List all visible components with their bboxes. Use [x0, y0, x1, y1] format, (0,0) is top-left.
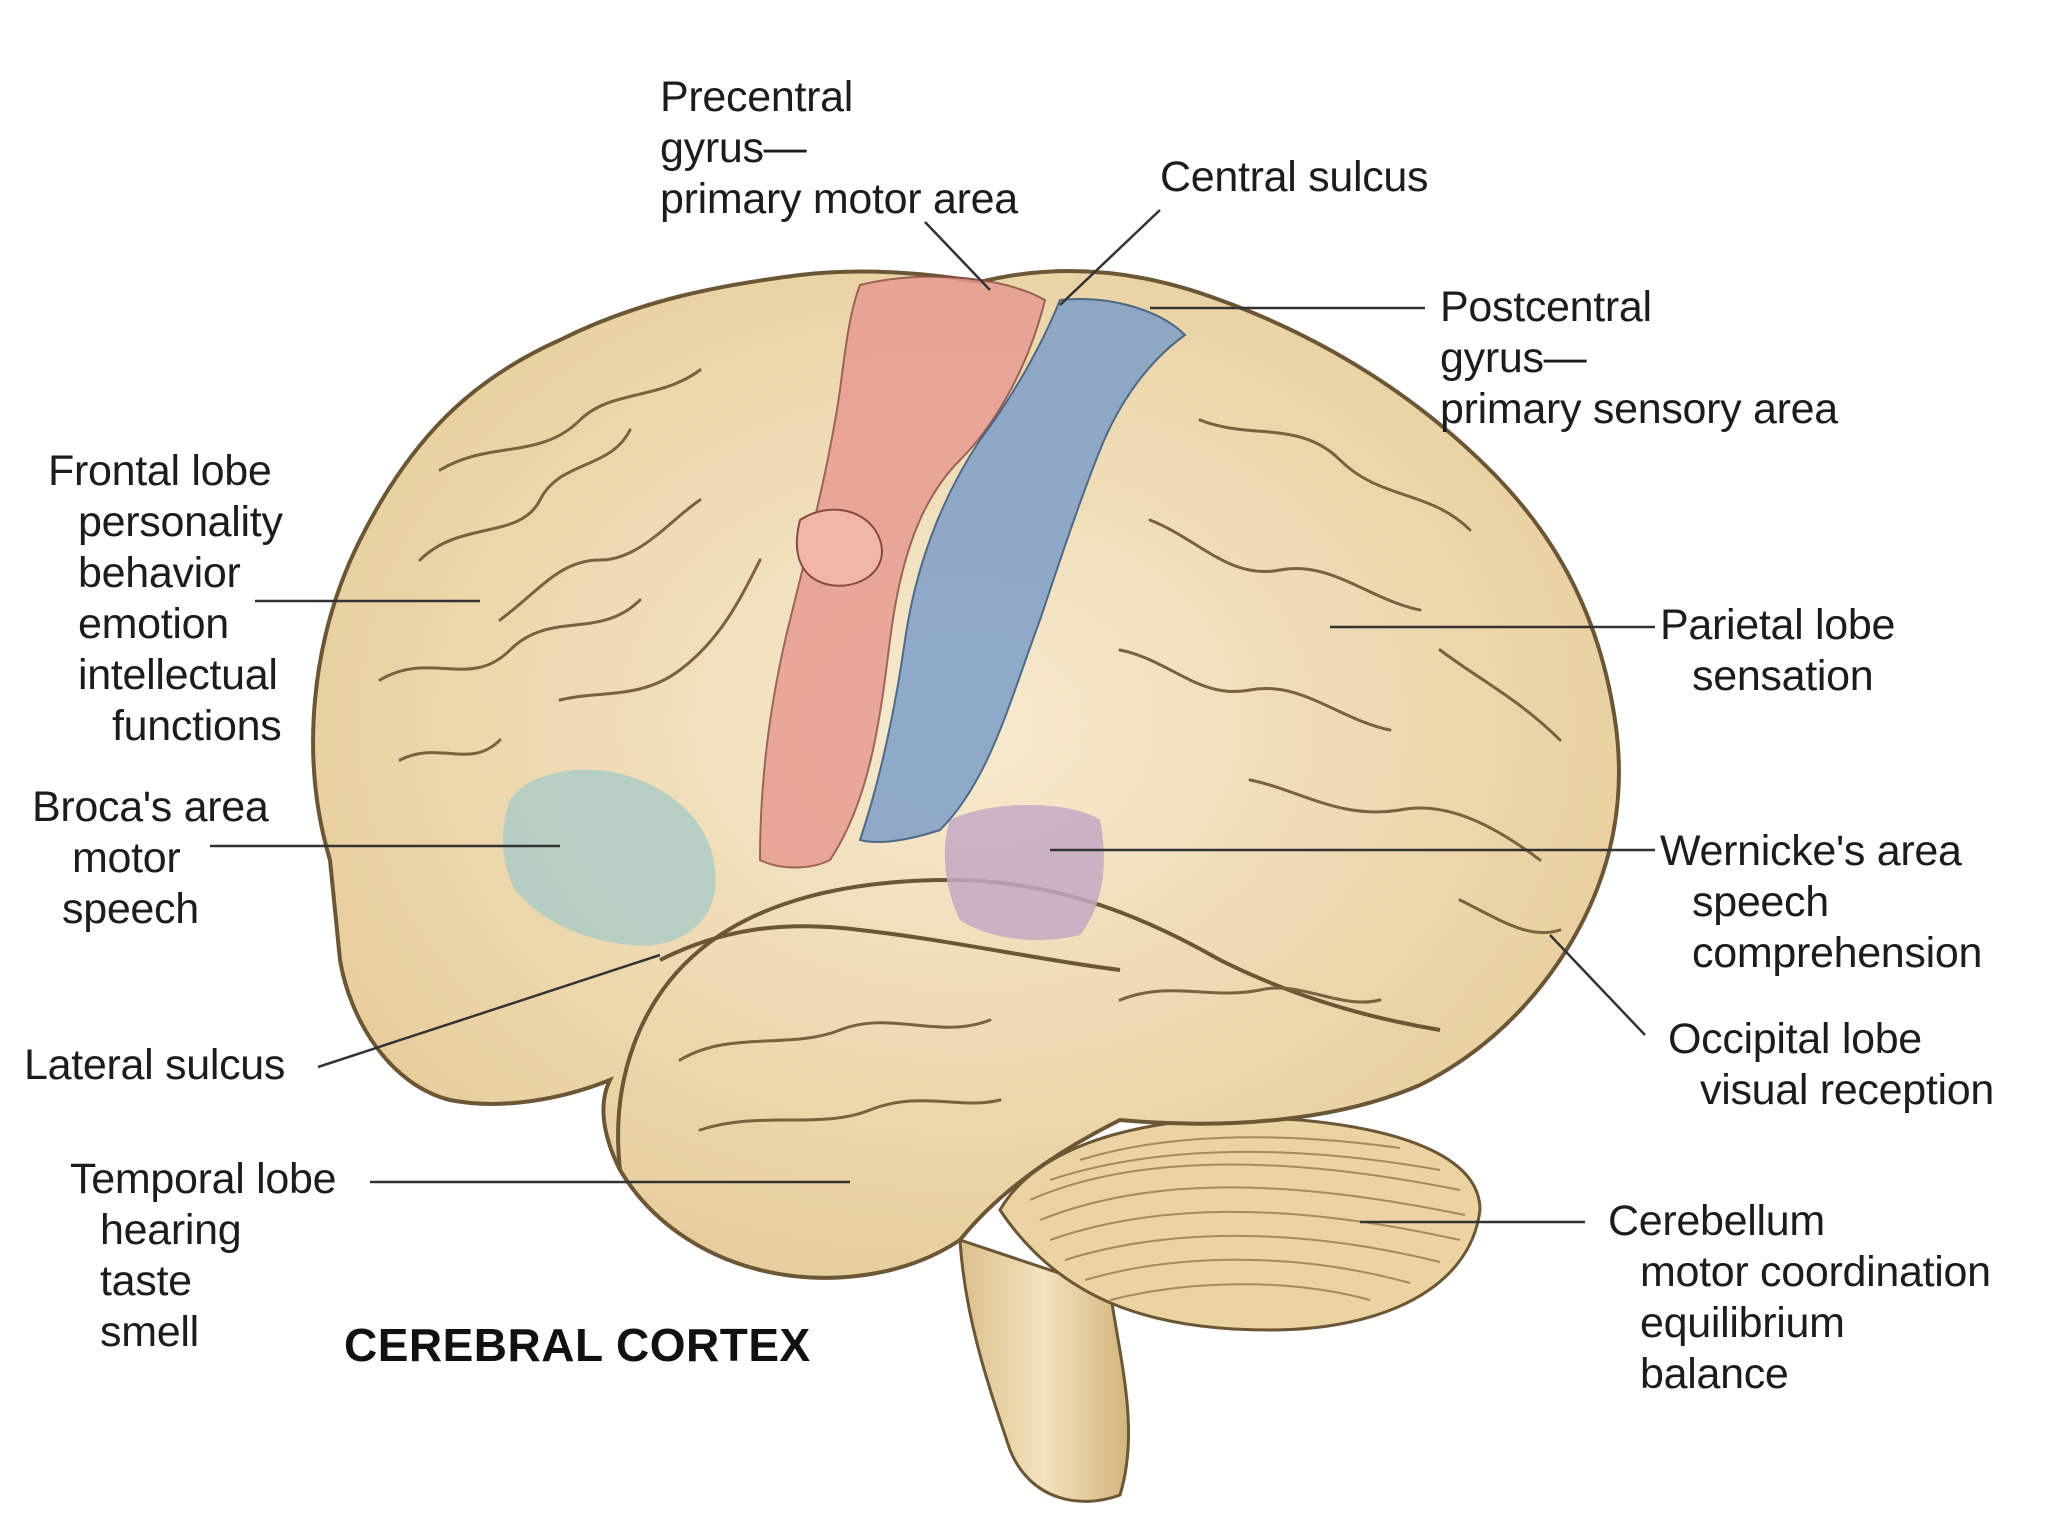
cerebellum-shape [998, 1116, 1482, 1332]
brain-stem [958, 1237, 1131, 1503]
label-cerebellum: Cerebellum motor coordination equilibriu… [1608, 1197, 1991, 1398]
primary-sensory-area [858, 298, 1187, 843]
label-postcentral-gyrus: Postcentral gyrus— primary sensory area [1440, 283, 1838, 433]
label-precentral-gyrus: Precentral gyrus— primary motor area [660, 73, 1018, 223]
label-lateral-sulcus: Lateral sulcus [24, 1041, 286, 1089]
broca-area-region [503, 769, 716, 946]
diagram-title: CEREBRAL CORTEX [344, 1319, 811, 1371]
label-wernicke-area: Wernicke's area speech comprehension [1660, 827, 1983, 977]
label-temporal-lobe: Temporal lobe hearing taste smell [70, 1155, 337, 1356]
label-central-sulcus: Central sulcus [1160, 153, 1429, 201]
label-frontal-lobe: Frontal lobe personality behavior emotio… [48, 447, 283, 750]
leader-lines [210, 209, 1655, 1224]
label-parietal-lobe: Parietal lobe sensation [1660, 601, 1896, 700]
cortex-folds [378, 368, 1562, 1132]
label-broca-area: Broca's area motor speech [32, 783, 269, 933]
primary-motor-area [758, 275, 1047, 869]
lateral-sulcus-groove [659, 924, 1121, 972]
motor-homunculus [795, 508, 883, 587]
label-occipital-lobe: Occipital lobe visual reception [1668, 1015, 1994, 1114]
wernicke-area-region [944, 805, 1104, 940]
